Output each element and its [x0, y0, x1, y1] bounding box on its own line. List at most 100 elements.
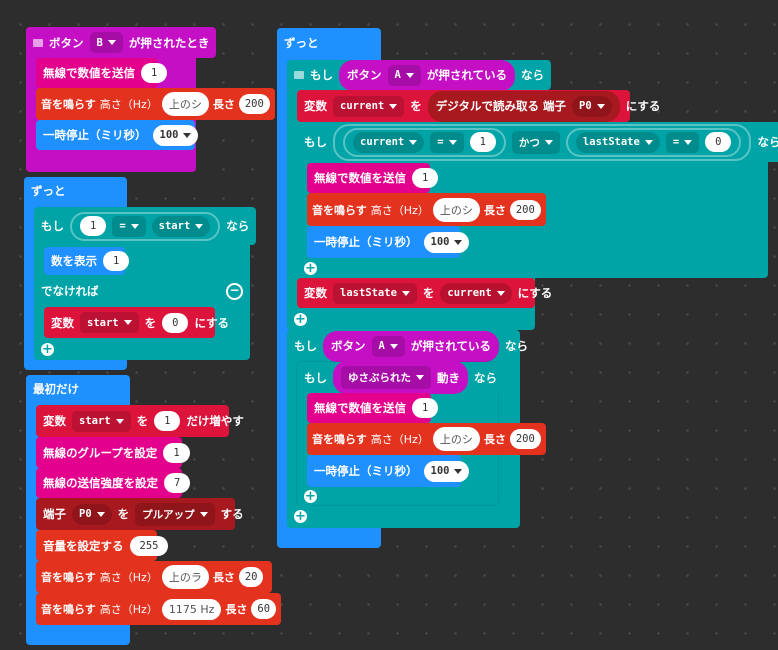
plus-icon[interactable]: + [41, 341, 54, 357]
number-input[interactable]: 1 [412, 168, 439, 188]
number-input[interactable]: 7 [164, 473, 191, 493]
radio-send-number-block[interactable]: 無線で数値を送信 1 [307, 393, 439, 423]
pause-dropdown[interactable]: 100 [423, 231, 470, 253]
pause-dropdown[interactable]: 100 [423, 460, 470, 482]
operator-dropdown[interactable]: = [112, 215, 146, 237]
radio-send-number-block[interactable]: 無線で数値を送信 1 [36, 58, 168, 88]
variable-dropdown[interactable]: start [72, 410, 131, 432]
set-variable-block[interactable]: 変数 lastState を current にする [297, 278, 552, 308]
number-input[interactable]: 1 [103, 251, 130, 271]
pause-block[interactable]: 一時停止（ミリ秒） 100 [307, 226, 470, 258]
plus-icon[interactable]: + [304, 260, 317, 276]
number-input[interactable]: 0 [705, 132, 732, 152]
pause-block[interactable]: 一時停止（ミリ秒） 100 [307, 455, 470, 487]
number-input[interactable]: 1 [163, 442, 190, 463]
and-dropdown[interactable]: かつ [511, 130, 560, 154]
add-branch[interactable]: + [287, 505, 314, 528]
number-input[interactable]: 0 [162, 312, 189, 333]
add-branch[interactable]: + [297, 258, 324, 278]
button-pressed-condition[interactable]: ボタン A が押されている [323, 330, 499, 362]
plus-icon[interactable]: + [304, 488, 317, 504]
duration-input[interactable]: 200 [509, 199, 541, 220]
duration-input[interactable]: 60 [251, 599, 277, 619]
plus-icon[interactable]: + [294, 311, 307, 327]
label: 一時停止（ミリ秒） [314, 235, 418, 249]
label: を [136, 414, 149, 428]
duration-input[interactable]: 200 [238, 94, 270, 114]
set-pull-block[interactable]: 端子 P0 を プルアップ する [36, 498, 244, 530]
note-input[interactable]: 上のシ [432, 427, 480, 451]
compare-condition[interactable]: 1 = start [70, 211, 221, 241]
label: 変数 [51, 315, 74, 330]
label: 無線で数値を送信 [314, 171, 406, 185]
and-condition[interactable]: current = 1 かつ lastState = 0 [333, 123, 752, 161]
variable-current[interactable]: current [440, 282, 512, 304]
add-branch[interactable]: + [297, 487, 324, 505]
radio-send-number-block[interactable]: 無線で数値を送信 1 [307, 163, 439, 193]
add-branch[interactable]: + [287, 308, 314, 330]
radio-set-group-block[interactable]: 無線のグループを設定 1 [36, 437, 190, 468]
note-input[interactable]: 上のシ [161, 92, 209, 116]
button-pressed-condition[interactable]: ボタン A が押されている [339, 59, 515, 91]
pin-dropdown[interactable]: P0 [572, 95, 612, 117]
play-tone-block[interactable]: 音を鳴らす 高さ（Hz） 上のシ 長さ 200 [307, 193, 546, 226]
label: にする [625, 99, 661, 113]
operator-dropdown[interactable]: = [665, 131, 700, 153]
play-tone-block[interactable]: 音を鳴らす 高さ（Hz） 上のラ 長さ 20 [36, 561, 272, 593]
play-tone-block[interactable]: 音を鳴らす 高さ（Hz） 上のシ 長さ 200 [307, 423, 546, 455]
note-input[interactable]: 上のシ [432, 197, 480, 222]
number-input[interactable]: 1 [80, 216, 107, 236]
gesture-condition[interactable]: ゆさぶられた 動き [333, 361, 468, 394]
play-tone-block[interactable]: 音を鳴らす 高さ（Hz） 上のシ 長さ 200 [36, 88, 275, 120]
pause-block[interactable]: 一時停止（ミリ秒） 100 [36, 120, 199, 150]
button-dropdown[interactable]: B [89, 32, 123, 53]
add-branch[interactable]: + [34, 338, 61, 360]
variable-laststate[interactable]: lastState [575, 131, 660, 153]
pin-dropdown[interactable]: P0 [72, 503, 112, 525]
comment-icon[interactable] [33, 38, 43, 47]
set-volume-block[interactable]: 音量を設定する 255 [36, 530, 169, 561]
radio-set-power-block[interactable]: 無線の送信強度を設定 7 [36, 468, 191, 498]
compare-condition[interactable]: current = 1 [343, 127, 506, 157]
number-input[interactable]: 1 [412, 398, 439, 418]
pause-dropdown[interactable]: 100 [152, 124, 199, 146]
if-header[interactable]: もし ゆさぶられた 動き なら [297, 361, 504, 394]
operator-dropdown[interactable]: = [430, 131, 464, 153]
variable-dropdown[interactable]: current [333, 95, 405, 117]
if-header[interactable]: もし ボタン A が押されている なら [287, 330, 528, 362]
pull-mode-dropdown[interactable]: プルアップ [135, 502, 215, 526]
number-input[interactable]: 255 [129, 535, 169, 556]
if-header[interactable]: もし current = 1 かつ lastState = 0 なら [297, 122, 778, 162]
number-input[interactable]: 1 [154, 411, 181, 431]
remove-else-icon[interactable]: − [226, 282, 243, 300]
compare-condition[interactable]: lastState = 0 [565, 127, 742, 157]
if-header[interactable]: もし ボタン A が押されている なら [287, 59, 551, 91]
set-variable-block[interactable]: 変数 start を 0 にする [44, 307, 229, 338]
duration-input[interactable]: 20 [238, 567, 264, 587]
label: を [117, 507, 130, 521]
variable-current[interactable]: current [353, 131, 425, 153]
event-header[interactable]: ボタン B が押されたとき [26, 27, 217, 58]
change-variable-block[interactable]: 変数 start を 1 だけ増やす [36, 405, 244, 437]
variable-start[interactable]: start [151, 215, 211, 237]
gesture-dropdown[interactable]: ゆさぶられた [341, 366, 431, 389]
if-header[interactable]: もし 1 = start なら [34, 207, 257, 245]
variable-dropdown[interactable]: start [80, 312, 139, 333]
number-input[interactable]: 1 [469, 132, 496, 152]
note-input[interactable]: 1175 Hz [161, 598, 222, 620]
number-input[interactable]: 1 [141, 63, 168, 83]
label: もし [304, 135, 327, 149]
play-tone-block[interactable]: 音を鳴らす 高さ（Hz） 1175 Hz 長さ 60 [36, 593, 282, 625]
show-number-block[interactable]: 数を表示 1 [44, 247, 130, 275]
plus-icon[interactable]: + [294, 509, 307, 524]
label: 無線で数値を送信 [43, 66, 135, 80]
button-dropdown[interactable]: A [387, 64, 421, 86]
digital-read-block[interactable]: デジタルで読み取る 端子 P0 [427, 90, 620, 122]
duration-input[interactable]: 200 [509, 429, 541, 449]
variable-dropdown[interactable]: lastState [333, 282, 417, 304]
label: を [144, 315, 157, 330]
button-dropdown[interactable]: A [371, 335, 405, 357]
comment-icon[interactable] [294, 71, 304, 79]
set-variable-block[interactable]: 変数 current を デジタルで読み取る 端子 P0 にする [297, 90, 660, 122]
note-input[interactable]: 上のラ [161, 565, 209, 589]
